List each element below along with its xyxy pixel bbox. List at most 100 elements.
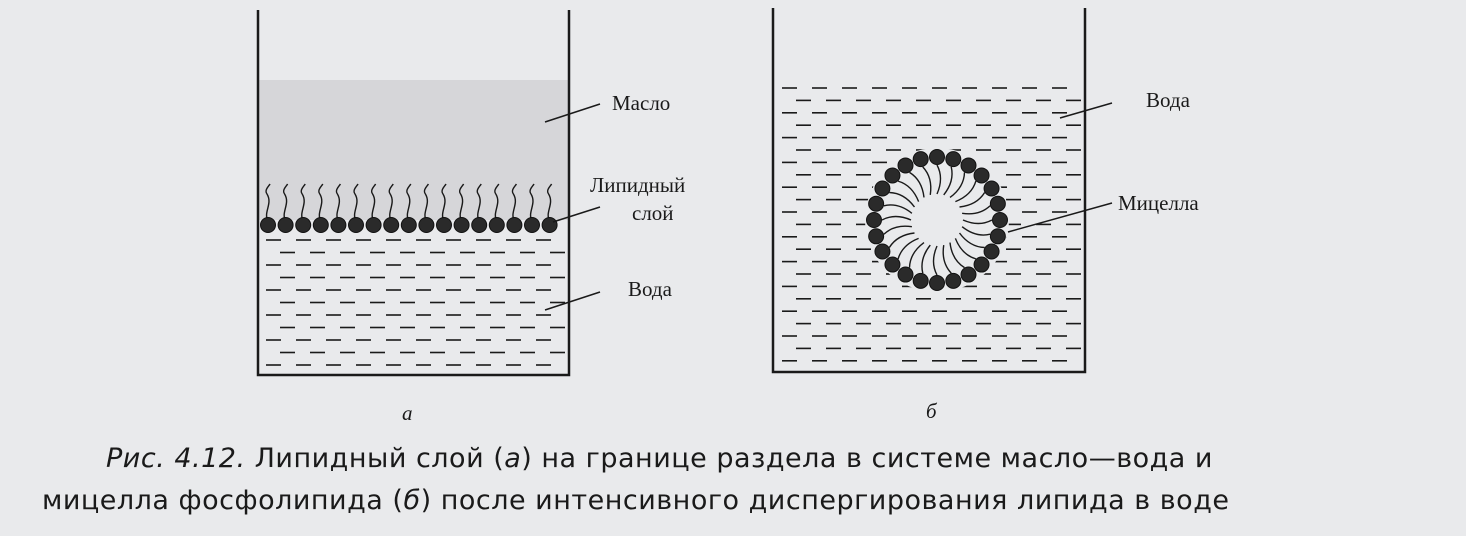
- caption-line-1: Рис. 4.12. Липидный слой (а) на границе …: [106, 443, 1213, 474]
- micelle-tail: [883, 225, 912, 235]
- lipid-tail: [300, 183, 306, 222]
- micelle-head: [897, 266, 914, 283]
- lipid-head: [488, 217, 505, 233]
- panel-a-oil-water-beaker: Масло Липидный слой Вода а: [256, 10, 685, 425]
- lipid-label-line1: Липидный: [590, 173, 685, 197]
- micelle-head: [884, 256, 901, 273]
- lipid-tail: [476, 183, 482, 222]
- micelle-label: Мицелла: [1118, 191, 1199, 215]
- micelle-tail: [883, 204, 913, 214]
- micelle-head: [912, 272, 929, 289]
- lipid-head: [524, 217, 540, 233]
- micelle-tail: [921, 244, 931, 274]
- micelle-head: [989, 228, 1006, 245]
- micelle-head: [983, 180, 1000, 197]
- water-dashes-a: [266, 239, 565, 366]
- lipid-tail: [546, 183, 553, 222]
- micelle-tail: [889, 191, 916, 208]
- micelle-head: [868, 195, 885, 212]
- micelle-tail: [962, 205, 991, 215]
- micelle-tail: [897, 237, 919, 260]
- lipid-tail: [282, 183, 289, 222]
- micelle-core-clear: [865, 148, 1009, 292]
- lipid-head: [383, 217, 400, 233]
- micelle-tail: [881, 215, 912, 221]
- micelle-head: [960, 157, 977, 174]
- lipid-tail: [406, 183, 412, 222]
- panel-a-sublabel: а: [402, 401, 413, 425]
- micelle-head: [983, 243, 1000, 260]
- lipid-tail: [318, 183, 324, 222]
- micelle-tail: [888, 232, 915, 248]
- lipid-head: [260, 217, 276, 233]
- micelle-tail: [955, 180, 977, 203]
- micelle-tail: [897, 180, 920, 202]
- panel-b-micelle-beaker: Вода Мицелла б: [771, 8, 1199, 423]
- micelle-head: [973, 167, 990, 184]
- lipid-head: [365, 217, 382, 233]
- lipid-head: [312, 217, 329, 233]
- beaker-b-outline: [771, 8, 1087, 374]
- lipid-monolayer: [260, 183, 558, 233]
- micelle-head: [989, 195, 1006, 212]
- lipid-head: [277, 217, 294, 233]
- micelle-tail: [922, 166, 932, 195]
- micelle-tail: [942, 245, 952, 274]
- lipid-tail: [529, 183, 535, 222]
- lipid-head: [400, 217, 417, 233]
- micelle-head: [929, 149, 945, 165]
- micelle: [866, 149, 1008, 291]
- lipid-head: [330, 217, 347, 233]
- caption-line-2: мицелла фосфолипида (б) после интенсивно…: [42, 485, 1230, 516]
- lipid-head: [348, 217, 364, 233]
- micelle-head: [884, 167, 901, 184]
- micelle-tail: [961, 226, 991, 236]
- micelle-head: [992, 212, 1008, 228]
- micelle-head: [868, 228, 885, 245]
- lipid-tail: [423, 183, 430, 222]
- micelle-head: [929, 275, 945, 291]
- micelle-tail: [959, 192, 986, 208]
- beaker-a-outline: [256, 10, 571, 377]
- micelle-head: [945, 151, 962, 168]
- lipid-head: [506, 217, 523, 233]
- micelle-tail: [949, 172, 966, 199]
- lipid-head: [436, 217, 452, 233]
- figure-caption: Рис. 4.12. Липидный слой (а) на границе …: [42, 438, 1452, 522]
- water-b-leader-line: [1059, 102, 1113, 119]
- lipid-tail: [511, 183, 518, 222]
- oil-layer: [258, 80, 569, 220]
- figure-diagram: Масло Липидный слой Вода а Вода Мицелла …: [256, 8, 1199, 425]
- micelle-tail: [958, 232, 985, 249]
- micelle-tail: [943, 166, 953, 196]
- lipid-tail: [458, 183, 465, 222]
- lipid-tail: [353, 183, 359, 222]
- lipid-head: [471, 217, 488, 233]
- micelle-head: [874, 243, 891, 260]
- oil-leader-line: [544, 103, 601, 123]
- lipid-head: [295, 217, 312, 233]
- micelle-head: [945, 272, 962, 289]
- lipid-tail: [265, 183, 271, 222]
- figure-number: Рис. 4.12.: [106, 443, 246, 474]
- micelle-tail: [936, 164, 942, 195]
- lipid-head: [418, 217, 435, 233]
- water-b-label: Вода: [1146, 88, 1191, 112]
- lipid-leader-line: [552, 206, 601, 223]
- micelle-tail: [932, 245, 938, 276]
- lipid-tail: [494, 183, 500, 222]
- micelle-tail: [954, 238, 977, 260]
- water-a-leader-line: [544, 291, 601, 311]
- micelle-head: [960, 266, 977, 283]
- micelle-head: [874, 180, 891, 197]
- lipid-tail: [441, 183, 447, 222]
- lipid-label-line2: слой: [632, 201, 674, 225]
- panel-b-sublabel: б: [926, 399, 938, 423]
- micelle-head: [912, 151, 929, 168]
- micelle-tail: [908, 241, 925, 268]
- oil-label: Масло: [612, 91, 670, 115]
- micelle-head: [866, 212, 882, 228]
- lipid-head: [453, 217, 470, 233]
- micelle-leader-line: [1007, 202, 1113, 233]
- micelle-tail: [909, 171, 925, 198]
